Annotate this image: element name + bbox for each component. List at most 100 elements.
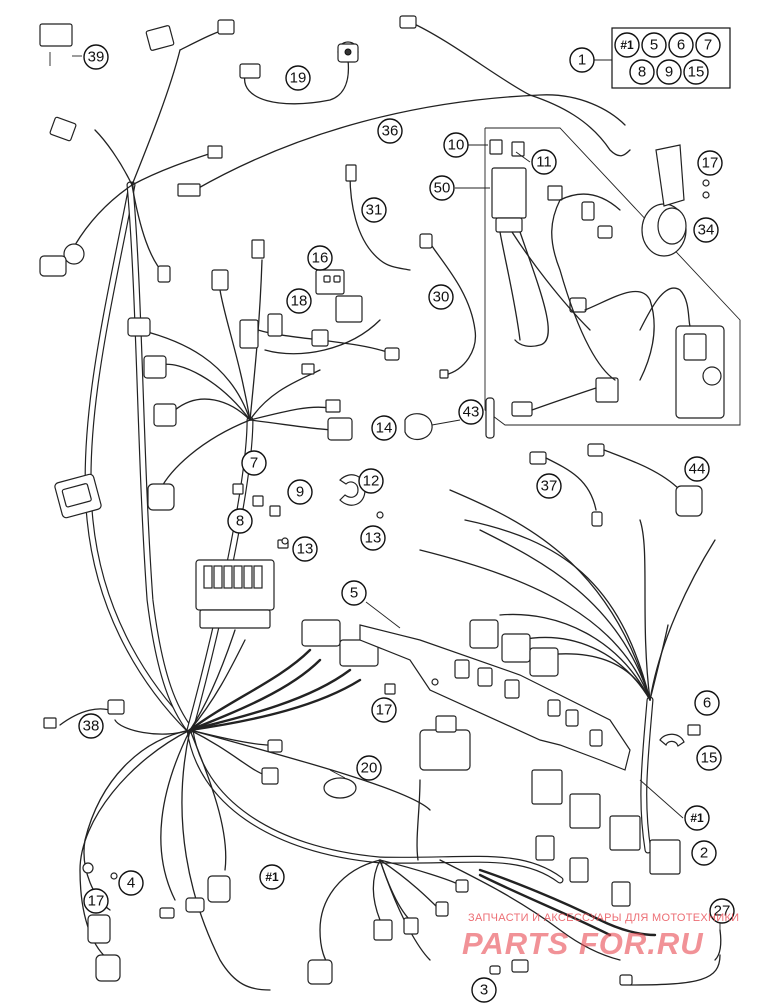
svg-text:6: 6 xyxy=(703,695,711,712)
callout-7-box: 7 xyxy=(695,32,721,58)
svg-text:39: 39 xyxy=(88,49,105,66)
watermark-tagline: ЗАПЧАСТИ И АКСЕССУАРЫ ДЛЯ МОТОТЕХНИКИ xyxy=(468,912,739,924)
svg-text:43: 43 xyxy=(463,404,480,421)
svg-text:15: 15 xyxy=(701,750,718,767)
svg-text:6: 6 xyxy=(677,37,685,54)
callout-34: 34 xyxy=(693,217,719,243)
callout-44: 44 xyxy=(684,456,710,482)
svg-text:27: 27 xyxy=(714,903,731,920)
connector-upper-middle xyxy=(127,164,449,511)
callout-30: 30 xyxy=(428,284,454,310)
callout-15: 15 xyxy=(696,745,722,771)
callout-13-left: 13 xyxy=(292,536,318,562)
svg-text:19: 19 xyxy=(290,70,307,87)
callout-h1-right: #1 xyxy=(684,805,710,831)
svg-text:37: 37 xyxy=(541,478,558,495)
callout-7: 7 xyxy=(241,450,267,476)
svg-text:#1: #1 xyxy=(265,870,279,884)
callout-group-1-box: #1 5 6 7 8 9 15 xyxy=(611,27,731,89)
connector-left-block xyxy=(54,473,102,519)
svg-text:#1: #1 xyxy=(690,811,704,825)
callout-36: 36 xyxy=(377,118,403,144)
connector-top-left xyxy=(39,15,417,283)
left-branches xyxy=(139,259,396,491)
fuse-box xyxy=(195,483,379,667)
svg-text:30: 30 xyxy=(433,289,450,306)
callout-16: 16 xyxy=(307,245,333,271)
watermark: ЗАПЧАСТИ И АКСЕССУАРЫ ДЛЯ МОТОТЕХНИКИ PA… xyxy=(462,912,739,961)
svg-text:36: 36 xyxy=(382,123,399,140)
svg-text:18: 18 xyxy=(291,293,308,310)
callout-4: 4 xyxy=(118,870,144,896)
svg-text:7: 7 xyxy=(704,37,712,54)
svg-text:11: 11 xyxy=(536,154,552,171)
callout-50: 50 xyxy=(429,175,455,201)
svg-text:17: 17 xyxy=(702,155,719,172)
callout-5: 5 xyxy=(341,580,367,606)
svg-text:50: 50 xyxy=(434,180,451,197)
callout-6: 6 xyxy=(694,690,720,716)
horn-34 xyxy=(641,144,710,257)
callout-27: 27 xyxy=(709,898,735,924)
callout-43: 43 xyxy=(458,399,484,425)
connector-bundles xyxy=(188,489,716,937)
svg-text:4: 4 xyxy=(127,875,135,892)
callout-14: 14 xyxy=(371,415,397,441)
svg-text:13: 13 xyxy=(297,541,314,558)
svg-text:38: 38 xyxy=(83,718,100,735)
svg-text:8: 8 xyxy=(236,513,244,530)
callout-31: 31 xyxy=(361,197,387,223)
svg-text:10: 10 xyxy=(448,137,465,154)
callout-20: 20 xyxy=(356,755,382,781)
svg-text:3: 3 xyxy=(480,982,488,999)
fuse-relay-panel xyxy=(484,127,741,426)
svg-text:44: 44 xyxy=(689,461,706,478)
callout-8: 8 xyxy=(227,508,253,534)
svg-text:8: 8 xyxy=(638,64,646,81)
callout-13-right: 13 xyxy=(360,525,386,551)
svg-text:2: 2 xyxy=(700,845,708,862)
svg-text:#1: #1 xyxy=(620,38,634,52)
callout-12: 12 xyxy=(358,468,384,494)
callout-leaders xyxy=(72,30,721,930)
svg-text:9: 9 xyxy=(296,484,304,501)
bracket-5 xyxy=(359,619,631,771)
svg-text:34: 34 xyxy=(698,222,715,239)
svg-text:12: 12 xyxy=(363,473,380,490)
svg-text:14: 14 xyxy=(376,420,393,437)
callout-1: 1 xyxy=(569,47,595,73)
svg-text:20: 20 xyxy=(361,760,378,777)
callout-17-mid: 17 xyxy=(371,697,397,723)
svg-text:5: 5 xyxy=(350,585,358,602)
connector-20-area xyxy=(323,715,471,799)
svg-text:16: 16 xyxy=(312,250,329,267)
callout-38: 38 xyxy=(78,713,104,739)
callout-h1-bottom: #1 xyxy=(259,864,285,890)
callout-labels: 39 19 36 1 #1 5 6 7 8 9 15 10 11 50 17 3… xyxy=(78,27,735,1003)
callout-37: 37 xyxy=(536,473,562,499)
callout-3: 3 xyxy=(471,977,497,1003)
callout-11: 11 xyxy=(531,149,557,175)
svg-text:31: 31 xyxy=(366,202,383,219)
callout-9: 9 xyxy=(287,479,313,505)
relays-2 xyxy=(531,769,681,907)
svg-text:17: 17 xyxy=(88,893,105,910)
callout-6-box: 6 xyxy=(668,32,694,58)
callout-9-box: 9 xyxy=(656,59,682,85)
watermark-logo: PARTS FOR.RU xyxy=(462,926,704,961)
connector-16-18 xyxy=(311,269,363,347)
callout-18: 18 xyxy=(286,288,312,314)
callout-10: 10 xyxy=(443,132,469,158)
svg-text:7: 7 xyxy=(250,455,258,472)
callout-h1-top: #1 xyxy=(614,32,640,58)
callout-8-box: 8 xyxy=(629,59,655,85)
callout-19: 19 xyxy=(285,65,311,91)
callout-17-top: 17 xyxy=(697,150,723,176)
callout-39: 39 xyxy=(83,44,109,70)
top-wires xyxy=(74,21,631,376)
callout-15-box: 15 xyxy=(683,59,709,85)
svg-text:9: 9 xyxy=(665,64,673,81)
svg-text:1: 1 xyxy=(578,52,586,69)
